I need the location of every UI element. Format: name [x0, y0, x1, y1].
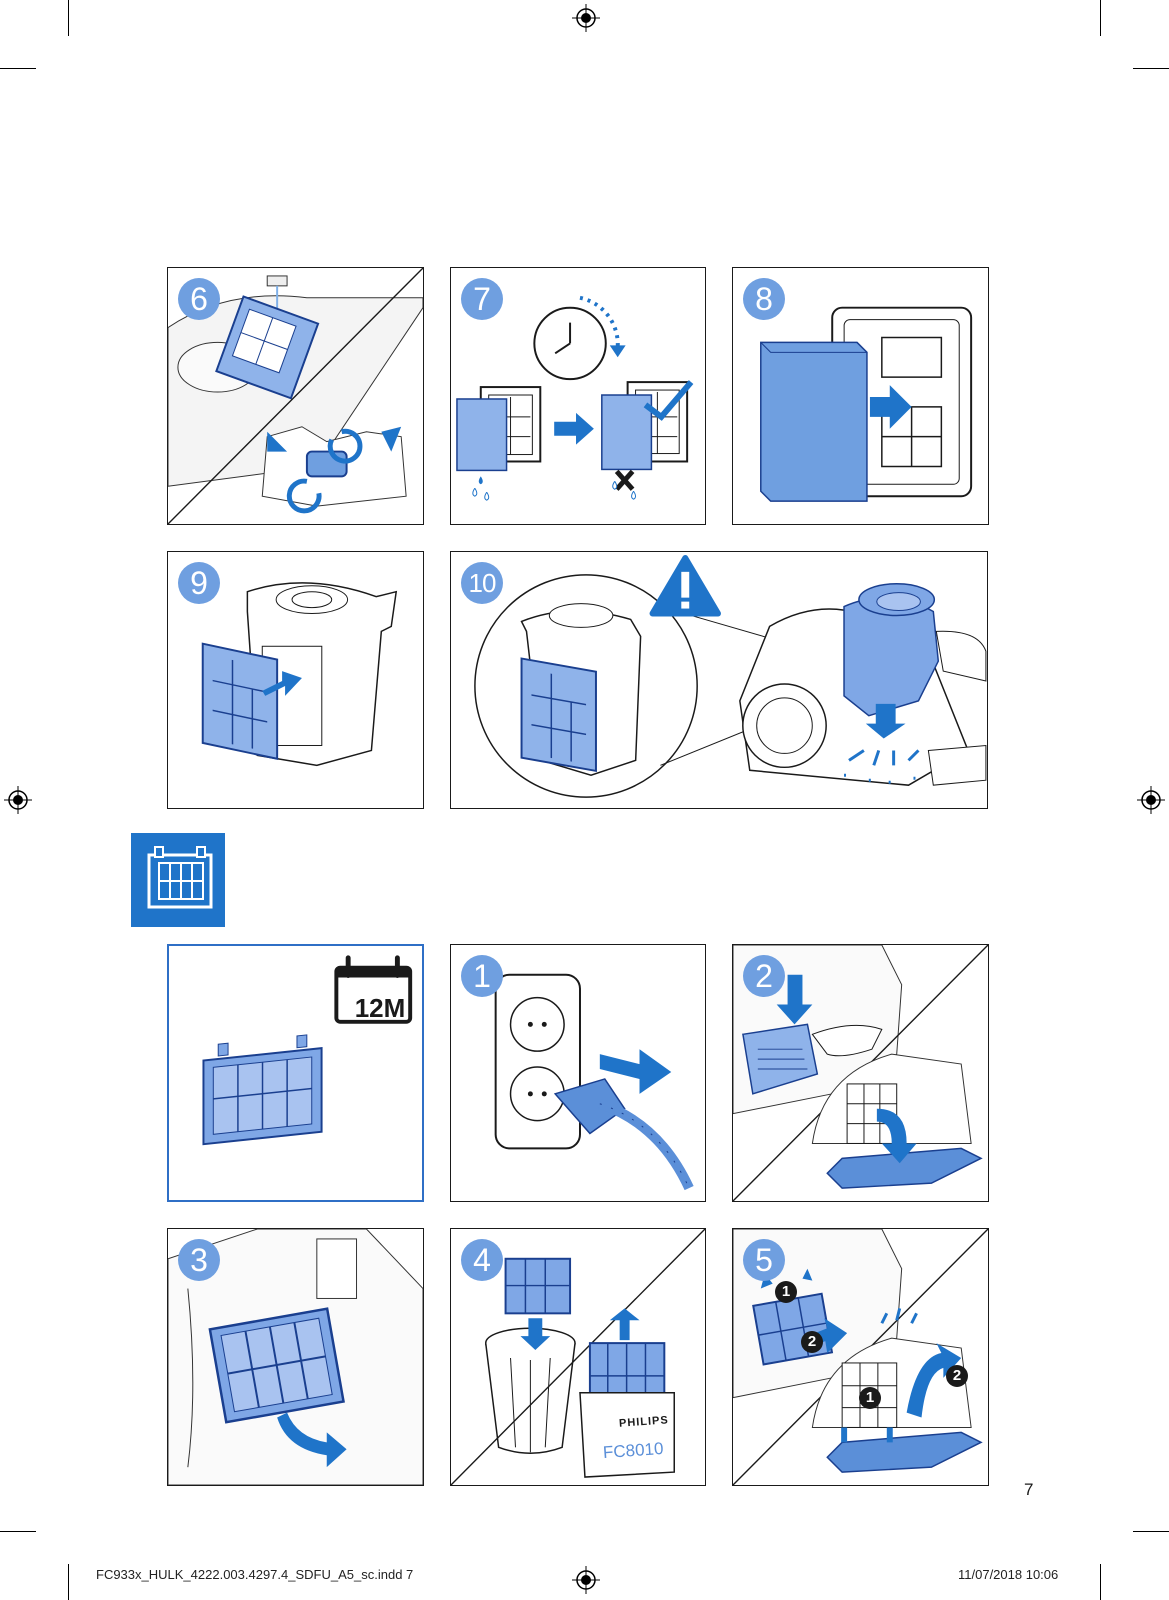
step-panel-6: 6 [167, 267, 424, 525]
step-panel-7: 7 [450, 267, 706, 525]
box-model: FC8010 [602, 1439, 664, 1463]
step-number: 10 [461, 562, 503, 604]
registration-mark-icon [4, 786, 32, 814]
crop-mark [1133, 68, 1169, 69]
step-panel-8: 8 [732, 267, 989, 525]
sub-step-marker: 1 [775, 1281, 797, 1303]
crop-mark [68, 0, 69, 36]
replace-interval-panel: 12M [167, 944, 424, 1202]
reinsert-dustbin-illustration [451, 552, 987, 808]
step-number: 1 [461, 955, 503, 997]
step-number: 4 [461, 1239, 503, 1281]
registration-mark-icon [1137, 786, 1165, 814]
crop-mark [0, 1531, 36, 1532]
sub-step-marker: 1 [859, 1387, 881, 1409]
step-panel-4: PHILIPS FC8010 4 [450, 1228, 706, 1486]
step-panel-5: 1 2 1 2 5 [732, 1228, 989, 1486]
filter-icon [131, 833, 225, 927]
registration-mark-icon [572, 1566, 600, 1594]
crop-mark [68, 1564, 69, 1600]
filter-section-icon [131, 833, 225, 927]
crop-mark [1100, 1564, 1101, 1600]
crop-mark [0, 68, 36, 69]
step-panel-2: 2 [732, 944, 989, 1202]
step-number: 3 [178, 1239, 220, 1281]
warning-icon [653, 558, 718, 614]
step-number: 6 [178, 278, 220, 320]
footer-datetime: 11/07/2018 10:06 [958, 1567, 1058, 1582]
crop-mark [1133, 1531, 1169, 1532]
sub-step-marker: 2 [946, 1365, 968, 1387]
step-number: 9 [178, 562, 220, 604]
step-number: 5 [743, 1239, 785, 1281]
page-number: 7 [1024, 1480, 1033, 1500]
interval-badge: 12M [345, 993, 415, 1024]
filter-replacement-illustration [169, 946, 422, 1200]
step-number: 8 [743, 278, 785, 320]
sub-step-marker: 2 [801, 1331, 823, 1353]
step-number: 2 [743, 955, 785, 997]
crop-mark [1100, 0, 1101, 36]
step-number: 7 [461, 278, 503, 320]
footer-file-slug: FC933x_HULK_4222.003.4297.4_SDFU_A5_sc.i… [96, 1567, 413, 1582]
step-panel-3: 3 [167, 1228, 424, 1486]
step-panel-10: 10 [450, 551, 988, 809]
clock-icon [534, 298, 625, 379]
step-panel-9: 9 [167, 551, 424, 809]
registration-mark-icon [572, 4, 600, 32]
step-panel-1: 1 [450, 944, 706, 1202]
